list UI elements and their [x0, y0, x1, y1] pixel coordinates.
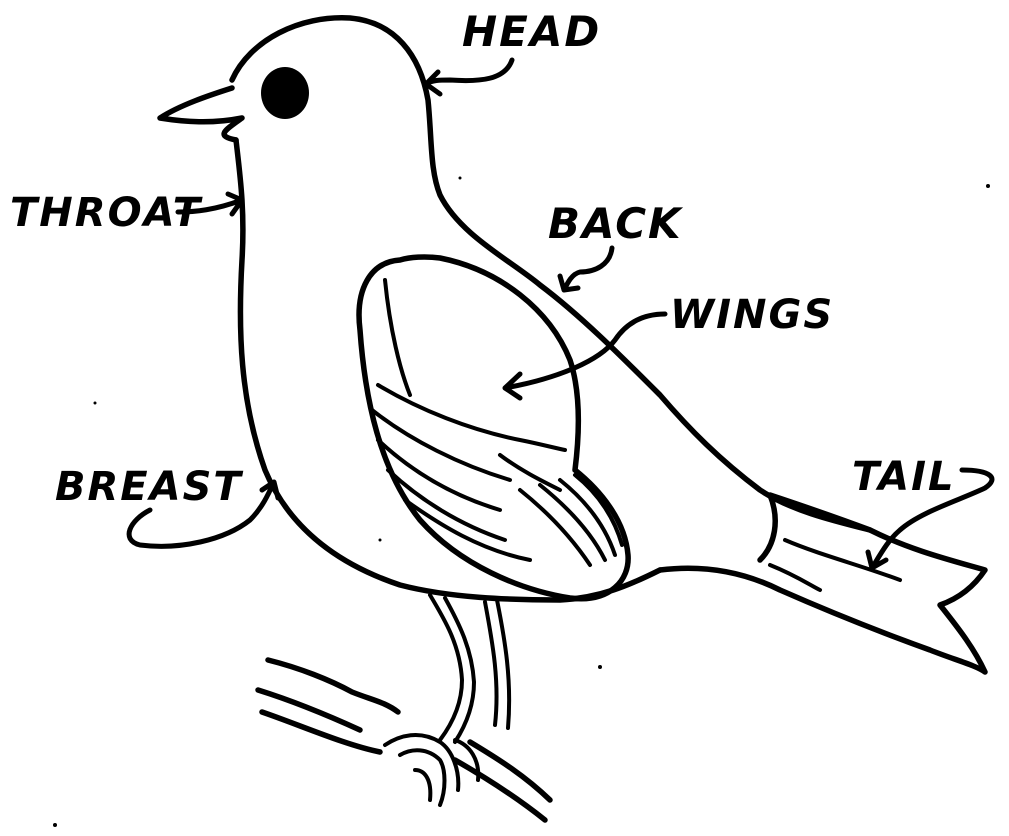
label-tail-text: TAIL [852, 454, 956, 500]
legs [385, 595, 509, 805]
label-throat: THROAT [10, 190, 242, 236]
label-head: HEAD [426, 7, 601, 94]
label-wings: WINGS [505, 292, 834, 398]
bird-body-outline [232, 18, 870, 530]
arrow-wings [505, 314, 665, 398]
branch [258, 660, 550, 820]
eye [261, 67, 309, 119]
label-wings-text: WINGS [670, 292, 834, 338]
tail [660, 495, 985, 672]
label-breast: BREAST [55, 464, 278, 546]
label-throat-text: THROAT [10, 190, 203, 236]
label-breast-text: BREAST [55, 464, 243, 510]
label-back-text: BACK [548, 199, 684, 248]
label-head-text: HEAD [462, 7, 601, 56]
beak [160, 88, 242, 140]
bird-illustration [160, 18, 985, 820]
label-back: BACK [548, 199, 684, 290]
wing [359, 257, 628, 599]
arrow-back [560, 248, 612, 290]
arrow-head [426, 60, 512, 94]
